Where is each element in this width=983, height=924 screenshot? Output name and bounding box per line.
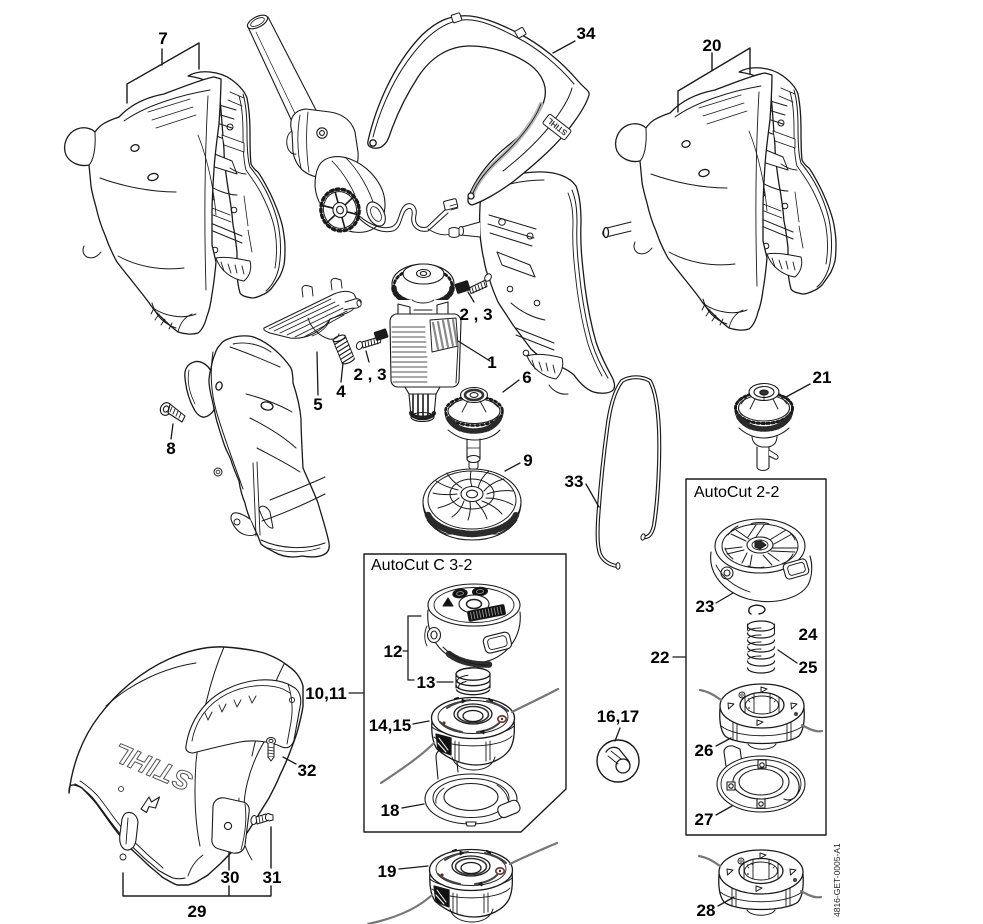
svg-text:AutoCut 2-2: AutoCut 2-2: [694, 484, 779, 501]
svg-text:10,11: 10,11: [305, 684, 347, 703]
svg-text:19: 19: [378, 862, 397, 881]
svg-text:25: 25: [799, 658, 818, 677]
svg-text:24: 24: [799, 625, 818, 644]
svg-text:13: 13: [417, 673, 436, 692]
svg-text:9: 9: [523, 451, 532, 470]
svg-text:2 , 3: 2 , 3: [353, 365, 386, 384]
svg-text:6: 6: [522, 368, 531, 387]
svg-text:4: 4: [336, 382, 346, 401]
svg-text:14,15: 14,15: [369, 716, 412, 735]
svg-text:30: 30: [221, 868, 240, 887]
svg-text:7: 7: [158, 29, 167, 48]
svg-text:4816-GET-0005-A1: 4816-GET-0005-A1: [832, 843, 842, 917]
svg-text:23: 23: [696, 597, 715, 616]
svg-text:20: 20: [703, 36, 722, 55]
svg-text:21: 21: [813, 368, 832, 387]
svg-text:18: 18: [381, 801, 400, 820]
svg-text:34: 34: [577, 24, 596, 43]
svg-text:AutoCut C 3-2: AutoCut C 3-2: [371, 557, 472, 574]
svg-text:1: 1: [487, 353, 496, 372]
svg-text:31: 31: [263, 868, 282, 887]
svg-text:16,17: 16,17: [597, 707, 640, 726]
svg-text:33: 33: [565, 472, 584, 491]
svg-text:2 , 3: 2 , 3: [459, 305, 492, 324]
svg-text:29: 29: [188, 902, 207, 921]
svg-text:8: 8: [166, 439, 175, 458]
svg-text:22: 22: [651, 648, 670, 667]
svg-text:32: 32: [298, 761, 317, 780]
svg-text:12: 12: [384, 642, 403, 661]
svg-text:5: 5: [313, 395, 322, 414]
svg-text:28: 28: [697, 901, 716, 920]
svg-text:26: 26: [695, 741, 714, 760]
svg-text:27: 27: [695, 810, 714, 829]
